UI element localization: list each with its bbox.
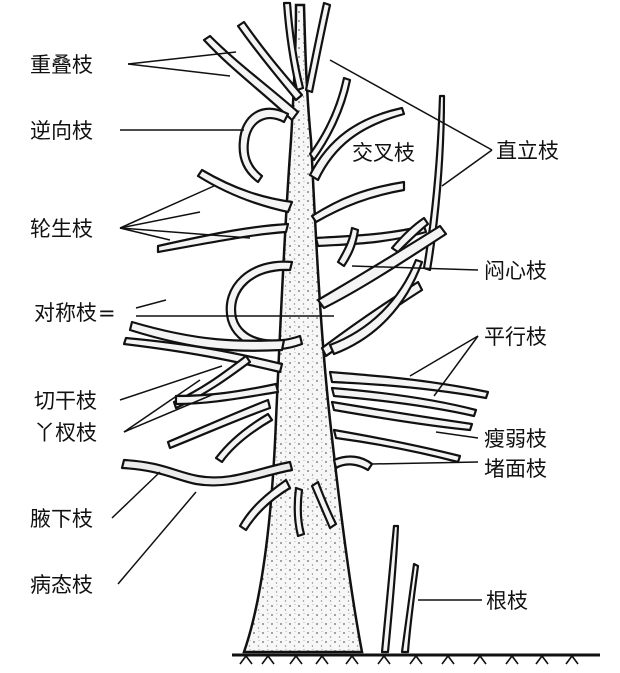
armpit-branch	[238, 478, 292, 532]
label-cut-trunk: 切干枝	[34, 389, 97, 413]
parallel-branches	[328, 370, 490, 400]
leader-lines	[111, 51, 493, 601]
label-crossing: 交叉枝	[352, 141, 415, 165]
label-fork: 丫杈枝	[34, 421, 97, 445]
top-twigs	[202, 1, 332, 122]
crossing-branch	[308, 106, 406, 182]
root-suckers	[380, 524, 420, 654]
label-reverse: 逆向枝	[30, 119, 93, 143]
label-root: 根枝	[486, 589, 528, 613]
label-diseased: 病态枝	[30, 573, 93, 597]
whorled-branches	[156, 168, 428, 254]
label-center: 闷心枝	[484, 259, 547, 283]
symmetric-branch-left	[128, 320, 286, 352]
blocking-branch	[332, 455, 374, 472]
label-symmetric: 对称枝	[34, 301, 97, 325]
label-symmetric-mark: =	[98, 301, 116, 325]
label-overlapping: 重叠枝	[30, 53, 93, 77]
label-upright: 直立枝	[496, 139, 559, 163]
ground	[232, 653, 600, 665]
label-whorled: 轮生枝	[30, 217, 93, 241]
label-weak: 瘦弱枝	[484, 427, 547, 451]
symmetric-loop	[225, 260, 304, 351]
label-armpit: 腋下枝	[30, 507, 93, 531]
label-blocking: 堵面枝	[484, 457, 547, 481]
label-parallel: 平行枝	[484, 325, 547, 349]
reverse-branch	[238, 107, 290, 184]
diseased-branch	[120, 458, 294, 487]
